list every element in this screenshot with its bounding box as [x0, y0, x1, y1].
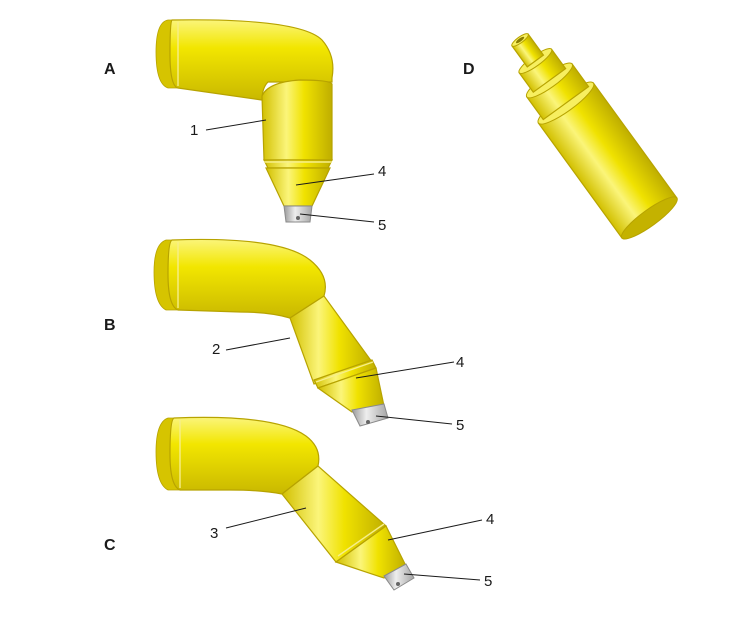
device-a-vertical-arm: [261, 79, 333, 169]
callout-c-3: 3: [210, 525, 218, 542]
leader-c-4: [387, 519, 483, 541]
callout-c-5: 5: [484, 573, 492, 590]
panel-c: C 3 4 5: [104, 416, 494, 591]
device-b-angled-arm: [289, 295, 377, 389]
device-d-tube: [511, 33, 678, 240]
callout-b-5: 5: [456, 417, 464, 434]
leader-a-4: [295, 173, 375, 186]
leader-c-5: [403, 573, 481, 581]
leader-c-3: [225, 507, 307, 529]
leader-a-1: [205, 119, 267, 131]
leader-b-5: [375, 415, 453, 425]
device-b-tip: [351, 403, 389, 427]
panel-a: A 1 4 5: [104, 19, 386, 234]
callout-a-1: 1: [190, 122, 198, 139]
device-c-horizontal-arm: [155, 416, 320, 495]
device-a-tip: [283, 205, 313, 223]
panel-label-d: D: [463, 61, 475, 78]
device-a-horizontal-arm: [155, 19, 334, 101]
callout-b-2: 2: [212, 341, 220, 358]
device-b-horizontal-arm: [153, 238, 326, 319]
leader-a-5: [299, 213, 375, 223]
callout-a-4: 4: [378, 163, 386, 180]
panel-label-b: B: [104, 317, 116, 334]
leader-b-2: [225, 337, 291, 351]
panel-label-c: C: [104, 537, 116, 554]
callout-c-4: 4: [486, 511, 494, 528]
panel-d: D: [463, 33, 678, 240]
leader-b-4: [355, 361, 455, 379]
panel-b: B 2 4 5: [104, 238, 464, 434]
device-c-tip: [383, 563, 415, 591]
callout-b-4: 4: [456, 354, 464, 371]
callout-a-5: 5: [378, 217, 386, 234]
panel-label-a: A: [104, 61, 116, 78]
device-a-cone: [265, 167, 331, 207]
